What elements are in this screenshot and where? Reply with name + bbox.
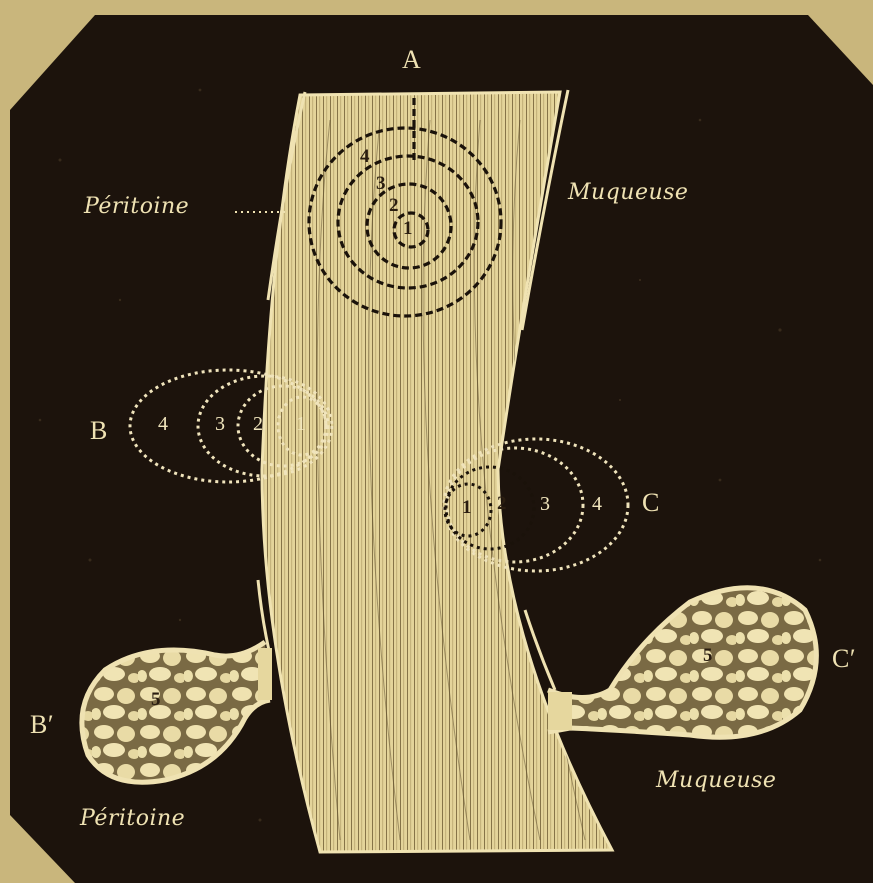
label-peritoine-bottom: Péritoine bbox=[80, 808, 185, 830]
gland-C-prime-num: 5 bbox=[703, 646, 713, 665]
label-peritoine-top: Péritoine bbox=[84, 196, 189, 218]
zone-C-num-2: 2 bbox=[497, 494, 507, 513]
zone-A-num-3: 3 bbox=[376, 174, 386, 193]
zone-B-num-4: 4 bbox=[158, 414, 168, 434]
zone-B-num-2: 2 bbox=[253, 414, 263, 434]
zone-A-num-2: 2 bbox=[389, 196, 399, 215]
gland-B-prime-num: 5 bbox=[151, 690, 161, 709]
zone-C-num-1: 1 bbox=[462, 498, 472, 517]
label-B: B bbox=[90, 418, 108, 444]
zone-A-num-4: 4 bbox=[360, 147, 370, 166]
label-muqueuse-bottom: Muqueuse bbox=[656, 770, 776, 792]
label-B-prime: B′ bbox=[30, 712, 54, 738]
zone-B-num-3: 3 bbox=[215, 414, 225, 434]
label-A: A bbox=[402, 47, 421, 73]
label-C-prime: C′ bbox=[832, 646, 856, 672]
zone-C-num-4: 4 bbox=[592, 494, 602, 514]
zone-A-num-1: 1 bbox=[403, 219, 413, 238]
zone-B-num-1: 1 bbox=[296, 414, 306, 434]
label-C: C bbox=[642, 490, 660, 516]
zone-C-num-3: 3 bbox=[540, 494, 550, 514]
label-muqueuse-top: Muqueuse bbox=[568, 182, 688, 204]
